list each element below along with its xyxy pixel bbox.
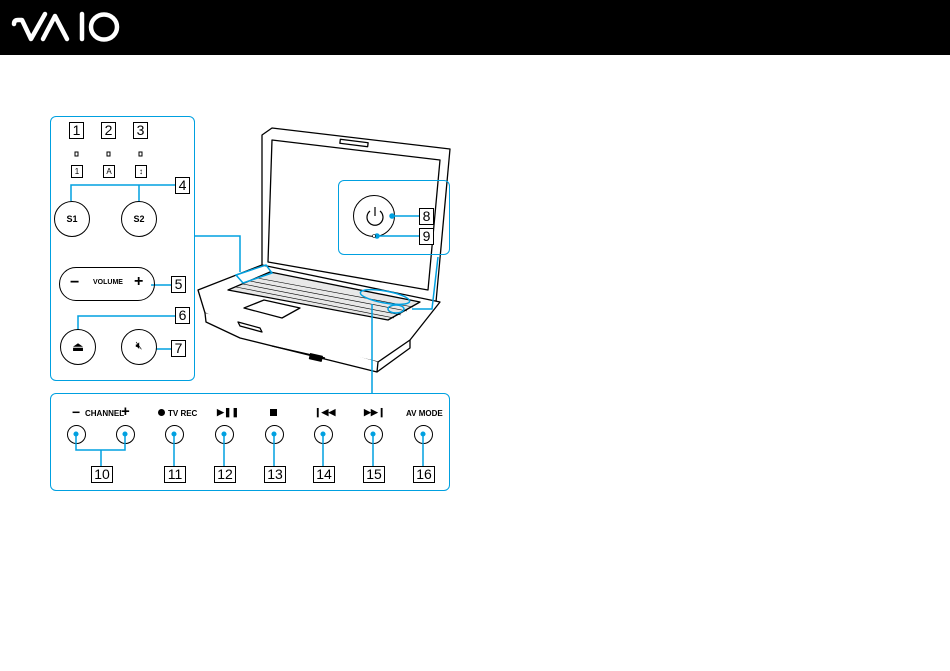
callout-7: 7	[171, 340, 186, 357]
callout-5: 5	[171, 276, 186, 293]
s2-label: S2	[122, 214, 156, 224]
callout-8: 8	[419, 208, 434, 225]
callout-4: 4	[175, 177, 190, 194]
mute-icon: 🔇︎	[122, 340, 156, 353]
num-lock-icon: 1	[71, 165, 83, 178]
scroll-lock-icon: ↕	[135, 165, 147, 178]
callout-9: 9	[419, 228, 434, 245]
left-detail-panel: 1 2 3 1 A ↕ 4 S1 S2 − VOLUME + 5 6 ⏏	[50, 116, 195, 381]
mute-button[interactable]: 🔇︎	[121, 329, 157, 365]
s1-button[interactable]: S1	[54, 201, 90, 237]
eject-icon: ⏏	[61, 339, 95, 355]
volume-down-button[interactable]: −	[70, 274, 79, 292]
eject-button[interactable]: ⏏	[60, 329, 96, 365]
callout-16: 16	[413, 466, 435, 483]
caps-lock-icon: A	[103, 165, 115, 178]
volume-control[interactable]: − VOLUME +	[59, 267, 155, 301]
av-detail-panel: − CHANNEL + TV REC ▶❚❚ ❙◀◀ ▶▶❙ AV MODE 1…	[50, 393, 450, 491]
volume-up-button[interactable]: +	[134, 273, 143, 291]
callout-14: 14	[313, 466, 335, 483]
callout-10: 10	[91, 466, 113, 483]
callout-15: 15	[363, 466, 385, 483]
s1-label: S1	[55, 214, 89, 224]
callout-13: 13	[264, 466, 286, 483]
callout-12: 12	[214, 466, 236, 483]
power-leaders	[339, 181, 451, 256]
power-detail-panel: 8 9	[338, 180, 450, 255]
volume-label: VOLUME	[93, 279, 123, 286]
callout-11: 11	[164, 466, 186, 483]
callout-6: 6	[175, 307, 190, 324]
s2-button[interactable]: S2	[121, 201, 157, 237]
